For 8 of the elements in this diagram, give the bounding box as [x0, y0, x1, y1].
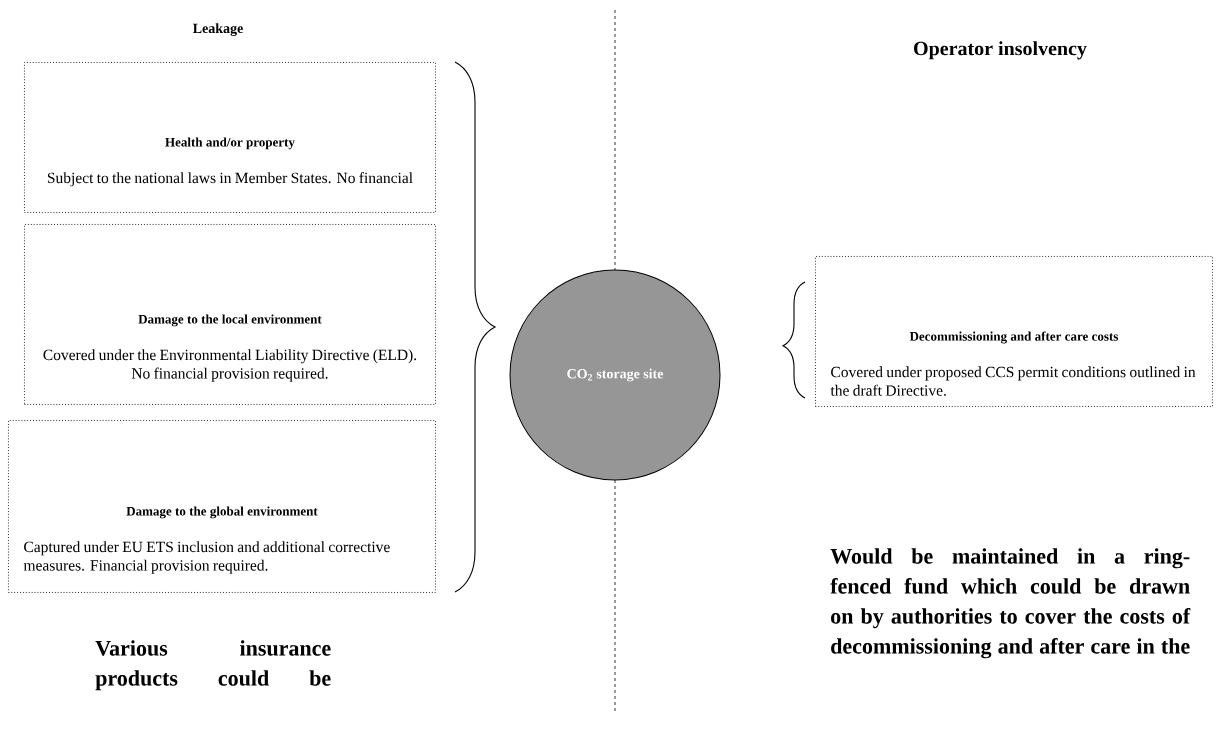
heading: Leakage [192, 23, 243, 36]
paragraph: Would be maintained in a ring-fenced fund which could be drawn on by authorities to cover the costs of decommissioning and after care in the [830, 548, 1191, 659]
text-box: Health and/or property Subject to the national laws in Member States. No financial [24, 62, 436, 213]
text-box: Damage to the local environment Covered under the Environmental Liability Directive (ELD). No financial provision required. [24, 224, 436, 405]
text-box: Decommissioning and after care costs Covered under proposed CCS permit conditions outlined in the draft Directive. [815, 256, 1213, 407]
text-box: Damage to the global environment Captured under EU ETS inclusion and additional corrective measures. Financial provision required. [8, 420, 436, 593]
heading: Operator insolvency [914, 41, 1087, 60]
paragraph: Various insurance products could be [95, 640, 331, 691]
